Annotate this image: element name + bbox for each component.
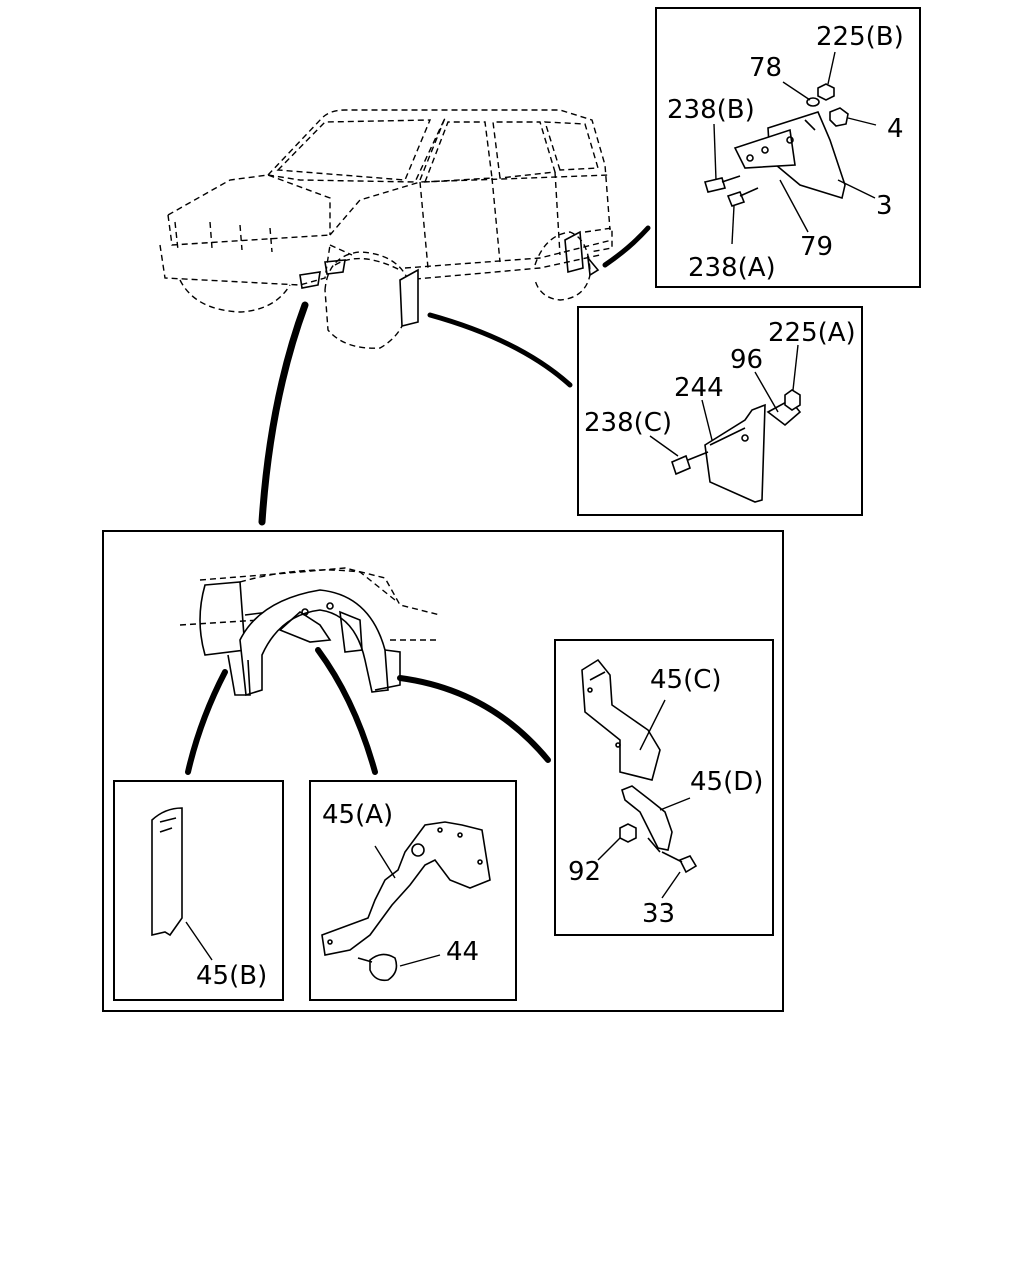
callout-4: 4	[887, 114, 904, 144]
pointer-to-front-mudguard	[427, 312, 573, 388]
vehicle-overview	[159, 109, 613, 349]
callout-238C: 238(C)	[584, 408, 672, 438]
callout-78: 78	[749, 53, 782, 83]
pointer-to-liner	[258, 301, 309, 526]
callout-225B: 225(B)	[816, 22, 904, 52]
callout-3: 3	[876, 191, 893, 221]
callout-238A: 238(A)	[688, 253, 776, 283]
liner-overview	[179, 567, 441, 697]
pointer-to-45C-45D	[397, 675, 551, 763]
liner-detail-box	[102, 530, 784, 1012]
liner-45B-part	[151, 807, 213, 961]
rear-mudguard-detail-box	[655, 7, 921, 288]
callout-79: 79	[800, 232, 833, 262]
liner-45C-45D-box	[554, 639, 774, 936]
callout-45B: 45(B)	[196, 961, 267, 991]
callout-45D: 45(D)	[690, 767, 763, 797]
liner-45B-box	[113, 780, 284, 1001]
pointer-to-45B	[185, 669, 228, 775]
rear-mudguard-parts	[703, 51, 877, 245]
callout-45A: 45(A)	[322, 800, 393, 830]
callout-96: 96	[730, 345, 763, 375]
liner-45A-part	[321, 821, 491, 982]
pointer-to-45A	[315, 647, 378, 775]
pointer-to-rear-mudguard	[602, 225, 651, 268]
callout-33: 33	[642, 899, 675, 929]
front-mudguard-parts	[649, 344, 802, 503]
liner-45C-45D-parts	[581, 658, 698, 899]
callout-45C: 45(C)	[650, 665, 722, 695]
callout-92: 92	[568, 857, 601, 887]
callout-244: 244	[674, 373, 724, 403]
liner-45A-box	[309, 780, 517, 1001]
front-mudguard-detail-box	[577, 306, 863, 516]
callout-225A: 225(A)	[768, 318, 856, 348]
callout-44: 44	[446, 937, 479, 967]
callout-238B: 238(B)	[667, 95, 755, 125]
